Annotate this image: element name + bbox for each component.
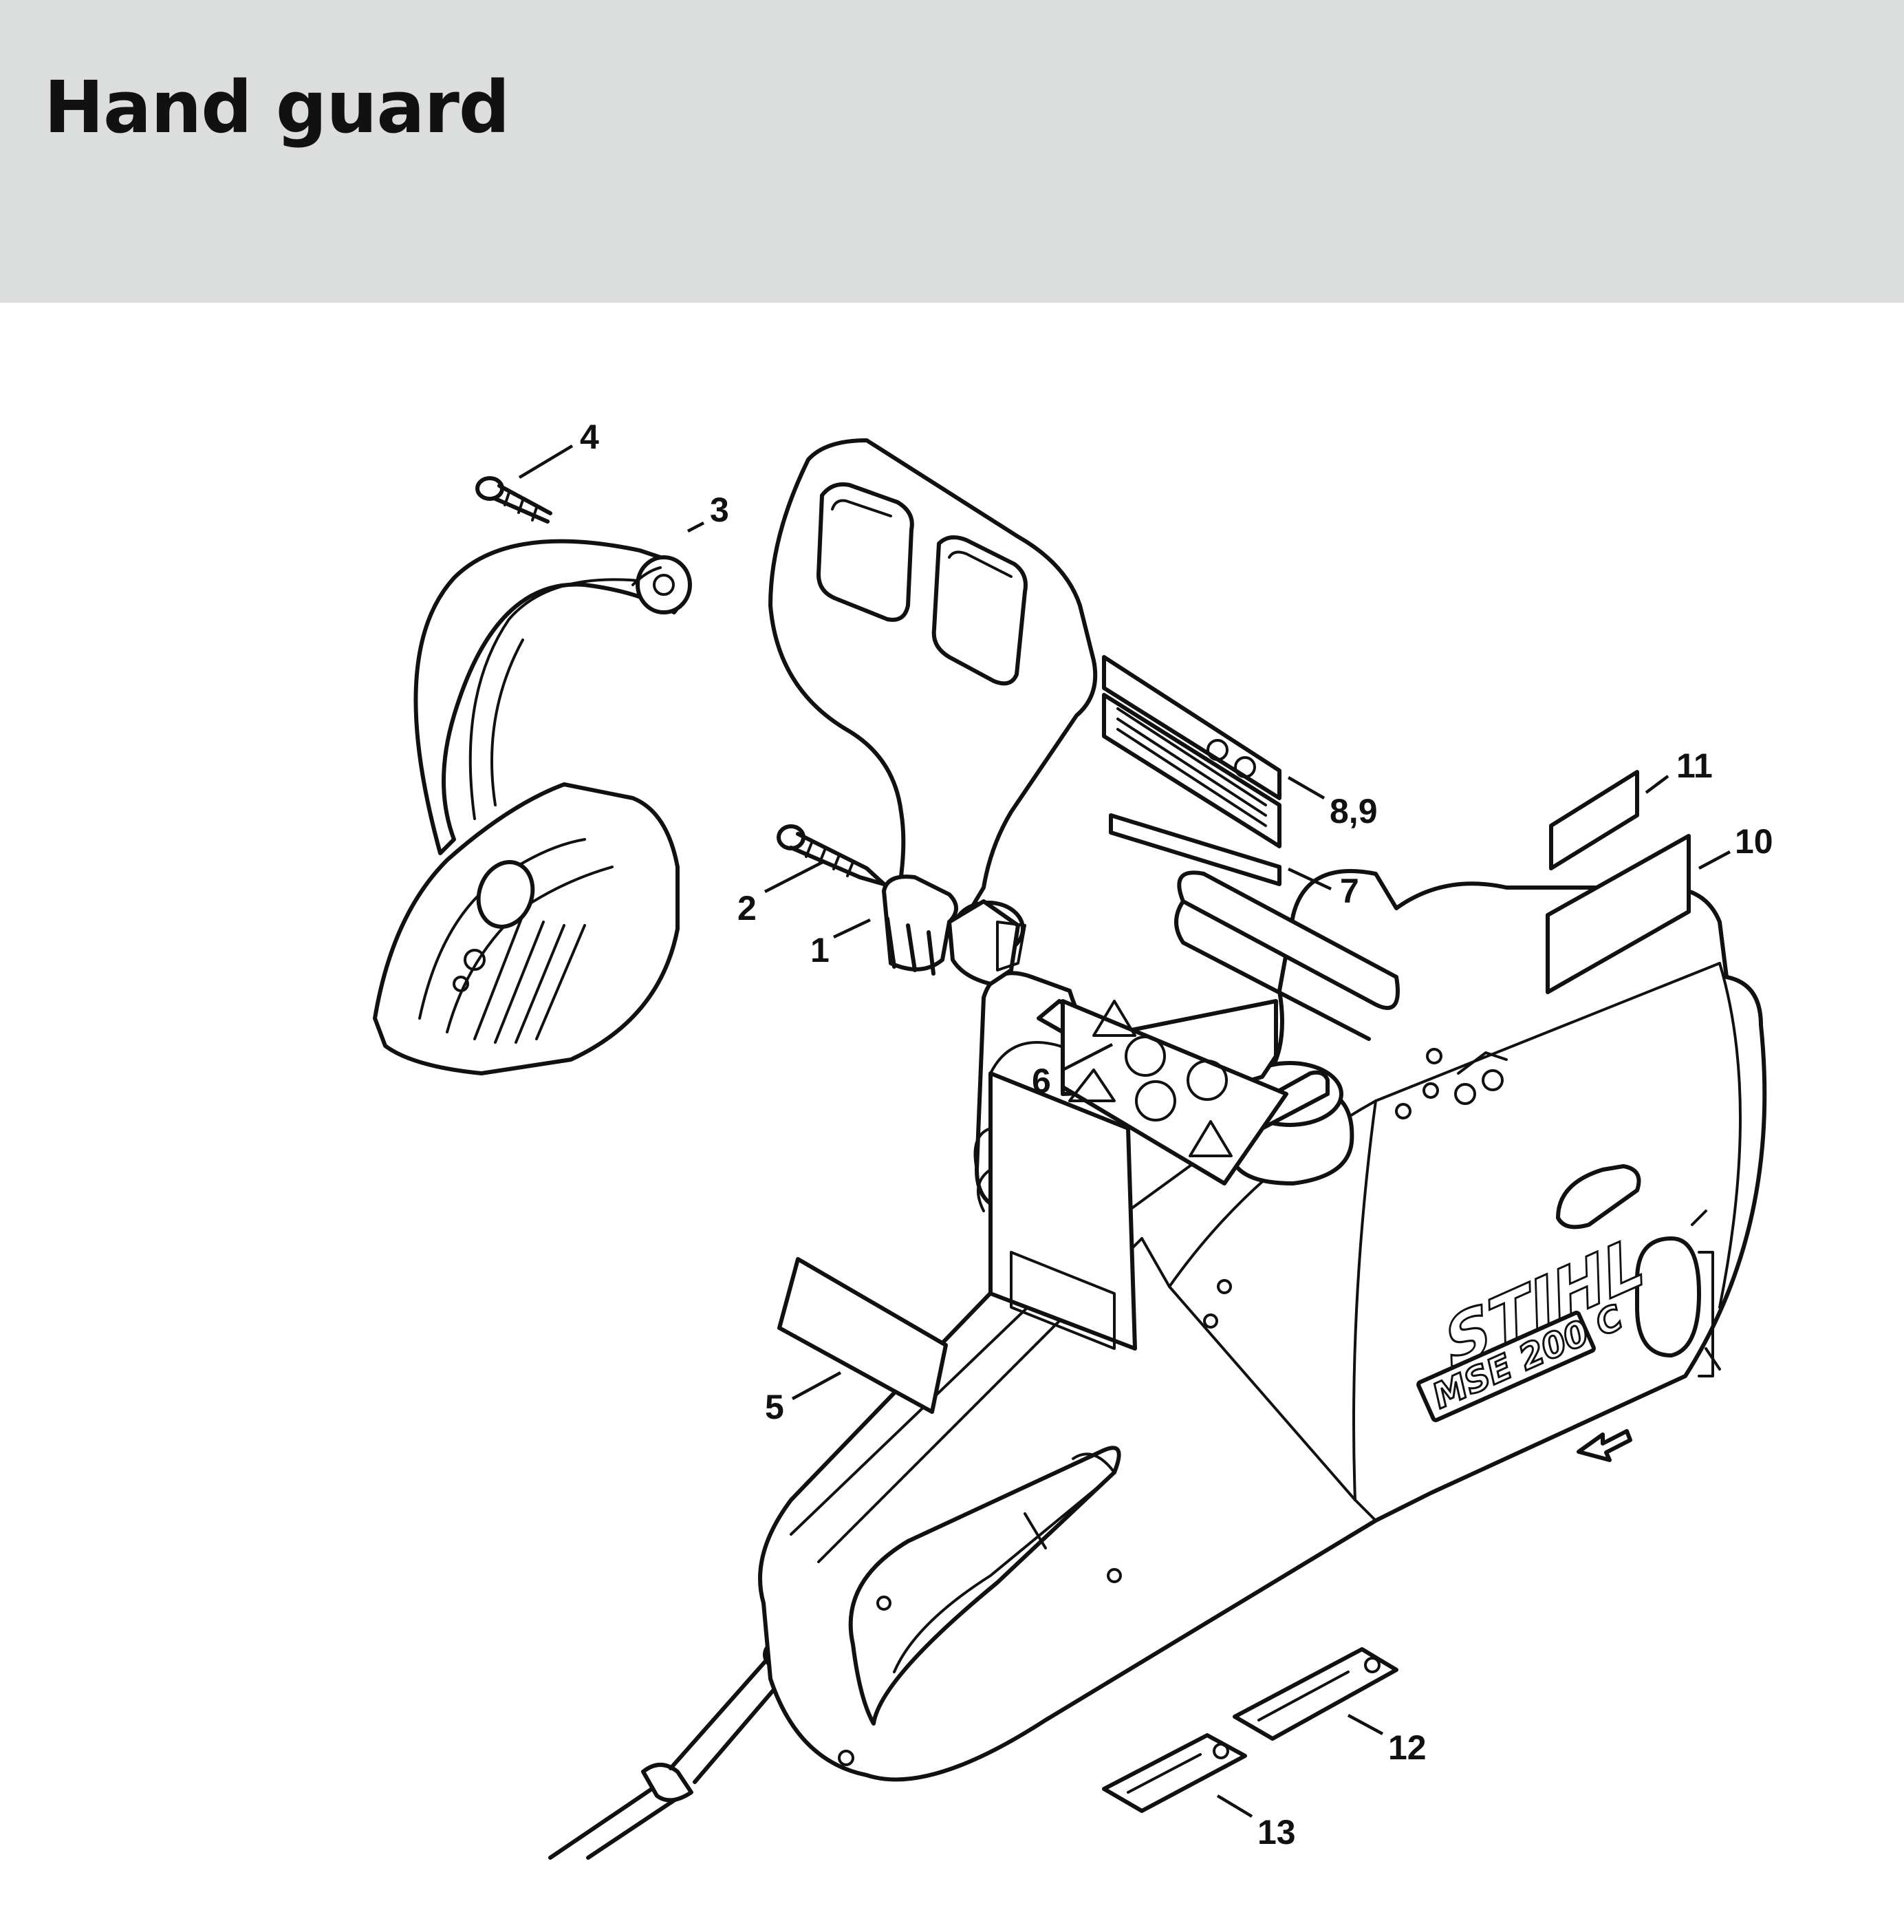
title-bar: Hand guard	[0, 0, 1904, 303]
svg-text:10: 10	[1735, 822, 1773, 861]
label-part-5	[777, 1257, 948, 1414]
label-part-7	[1109, 813, 1281, 886]
rating-plate-part-12	[1233, 1647, 1398, 1741]
handle-frame	[373, 539, 692, 1075]
svg-text:12: 12	[1388, 1728, 1427, 1767]
info-label-part-8-9	[1102, 655, 1281, 848]
hand-guard	[768, 438, 1098, 986]
svg-text:1: 1	[810, 931, 830, 969]
chain-icon	[1454, 1051, 1508, 1105]
svg-text:4: 4	[580, 418, 599, 456]
callout-3: 3	[686, 491, 729, 533]
label-part-11	[1549, 770, 1639, 870]
callout-13: 13	[1216, 1794, 1296, 1852]
chainsaw-housing: STIHL MSE 200 C	[548, 869, 1767, 1860]
svg-text:11: 11	[1676, 747, 1713, 785]
svg-text:2: 2	[737, 889, 757, 927]
callout-7: 7	[1288, 867, 1359, 910]
rating-plate-part-13	[1102, 1733, 1247, 1813]
label-part-10	[1546, 834, 1691, 994]
svg-text:13: 13	[1257, 1813, 1296, 1852]
svg-text:3: 3	[710, 491, 729, 529]
callout-8-9: 8,9	[1287, 776, 1378, 830]
screw-part-2	[777, 824, 886, 886]
callout-12: 12	[1347, 1714, 1427, 1767]
callout-5: 5	[765, 1371, 842, 1426]
callout-10: 10	[1698, 822, 1773, 870]
direction-arrow-icon	[1577, 1429, 1632, 1462]
callout-1: 1	[810, 918, 871, 969]
callout-11: 11	[1645, 747, 1713, 794]
warning-label-part-6	[1037, 999, 1288, 1185]
callout-6: 6	[1032, 1042, 1114, 1100]
svg-text:7: 7	[1340, 872, 1359, 910]
page-title: Hand guard	[44, 65, 510, 149]
svg-text:8,9: 8,9	[1330, 792, 1378, 830]
callout-2: 2	[737, 860, 824, 927]
callout-4: 4	[518, 418, 599, 479]
svg-text:5: 5	[765, 1388, 784, 1426]
svg-text:6: 6	[1032, 1062, 1051, 1100]
screw-part-4	[475, 476, 552, 524]
